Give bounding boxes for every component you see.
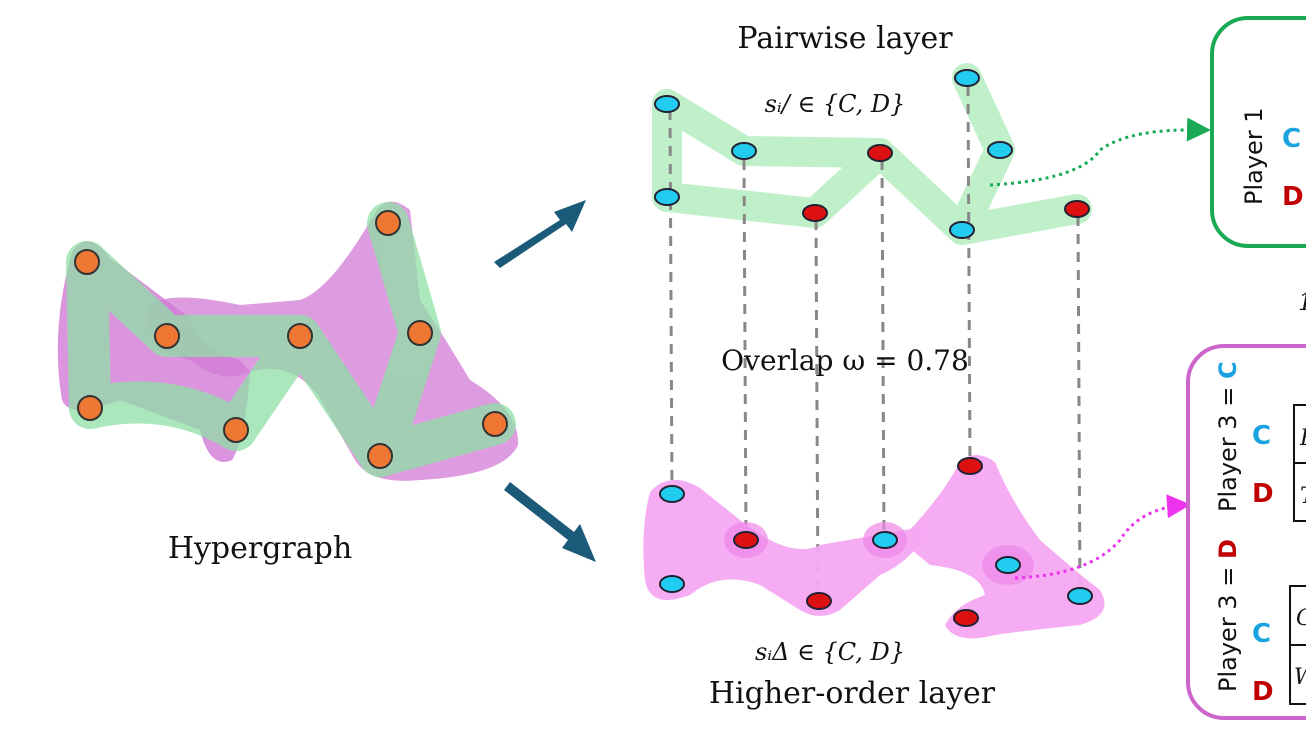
- pw-node-c2: [654, 188, 680, 206]
- ho-node-c2: [659, 575, 685, 593]
- interlayer-link-1: [668, 109, 674, 495]
- ho-cell-2: T: [1300, 484, 1306, 509]
- hg-node-1: [74, 249, 100, 275]
- pairwise-layer: Pairwise layer sᵢ/ ∈ {C, D}: [652, 21, 1211, 599]
- pw-node-c4: [954, 69, 980, 87]
- pairwise-row-c: C: [1282, 124, 1301, 154]
- ho-hyperedge-left: [643, 479, 930, 616]
- pair-edge-2: [66, 241, 321, 451]
- higher-pointer: [1014, 494, 1191, 580]
- interlayer-link-3: [814, 219, 820, 599]
- pairwise-panel-frame: [1210, 16, 1306, 248]
- ho-cell-1: R: [1299, 426, 1306, 451]
- hypergraph: Hypergraph: [57, 201, 519, 566]
- ho-node-d2: [806, 592, 832, 610]
- ho-top-row-c: C: [1252, 421, 1271, 451]
- ho-cell-3: G: [1296, 606, 1306, 631]
- pair-edge-3: [69, 381, 257, 451]
- interlayer-link-4: [880, 159, 886, 539]
- pw-node-d1: [802, 204, 828, 222]
- pair-edge-4: [279, 202, 441, 477]
- hg-node-7: [407, 320, 433, 346]
- hyperedge-center: [148, 201, 519, 481]
- pairwise-row-d: D: [1282, 182, 1304, 212]
- higher-panel-frame: [1186, 344, 1306, 720]
- hg-node-2: [77, 395, 103, 421]
- higher-strategy-label: sᵢΔ ∈ {C, D}: [755, 638, 905, 666]
- hg-node-8: [367, 443, 393, 469]
- higher-payoff-panel: Player 3 = C Player 3 = D C D C D R T G …: [1186, 344, 1306, 720]
- higher-order-layer: sᵢΔ ∈ {C, D} Higher-order layer: [643, 455, 1191, 711]
- interlayer-link-5: [966, 85, 972, 467]
- hg-node-6: [375, 210, 401, 236]
- pairwise-pointer: [989, 117, 1211, 187]
- ho-cell-4: W: [1294, 665, 1306, 690]
- interlayer-link-6: [1076, 215, 1082, 595]
- hypergraph-label: Hypergraph: [168, 531, 352, 566]
- player3-c-label: Player 3 = C: [1214, 361, 1242, 512]
- ho-node-d3: [957, 457, 983, 475]
- higher-order-layer-title: Higher-order layer: [709, 676, 996, 711]
- pairwise-layer-title: Pairwise layer: [737, 21, 953, 56]
- ho-node-c5: [1067, 587, 1093, 605]
- arrow-to-pairwise: [494, 200, 586, 268]
- panel-gap-text: 1: [1298, 288, 1306, 316]
- arrow-to-higher: [504, 482, 596, 562]
- player3-d-label: Player 3 = D: [1214, 539, 1242, 692]
- hg-node-5: [287, 323, 313, 349]
- pw-node-d3: [1064, 200, 1090, 218]
- pw-node-c3: [731, 142, 757, 160]
- ho-top-row-d: D: [1252, 479, 1274, 509]
- ho-node-c4: [995, 556, 1021, 574]
- pw-node-c5: [987, 141, 1013, 159]
- pair-edge-5: [359, 403, 516, 477]
- ho-node-d1: [733, 531, 759, 549]
- pw-node-c6: [949, 221, 975, 239]
- ho-bottom-row-c: C: [1252, 619, 1271, 649]
- interlayer-link-2: [742, 159, 748, 541]
- ho-node-d4: [953, 609, 979, 627]
- ho-bottom-row-d: D: [1252, 677, 1274, 707]
- pairwise-strategy-label: sᵢ/ ∈ {C, D}: [765, 90, 906, 118]
- pairwise-player-label: Player 1: [1240, 107, 1268, 205]
- pairwise-payoff-panel: Player 1 C D 1: [1210, 16, 1306, 316]
- pw-node-c1: [654, 95, 680, 113]
- hg-node-9: [482, 411, 508, 437]
- overlap-label: Overlap ω = 0.78: [721, 344, 969, 377]
- hg-node-3: [154, 323, 180, 349]
- hg-node-4: [223, 417, 249, 443]
- ho-node-c1: [659, 485, 685, 503]
- ho-node-c3: [872, 531, 898, 549]
- pw-node-d2: [867, 144, 893, 162]
- projection-arrows: [494, 200, 596, 562]
